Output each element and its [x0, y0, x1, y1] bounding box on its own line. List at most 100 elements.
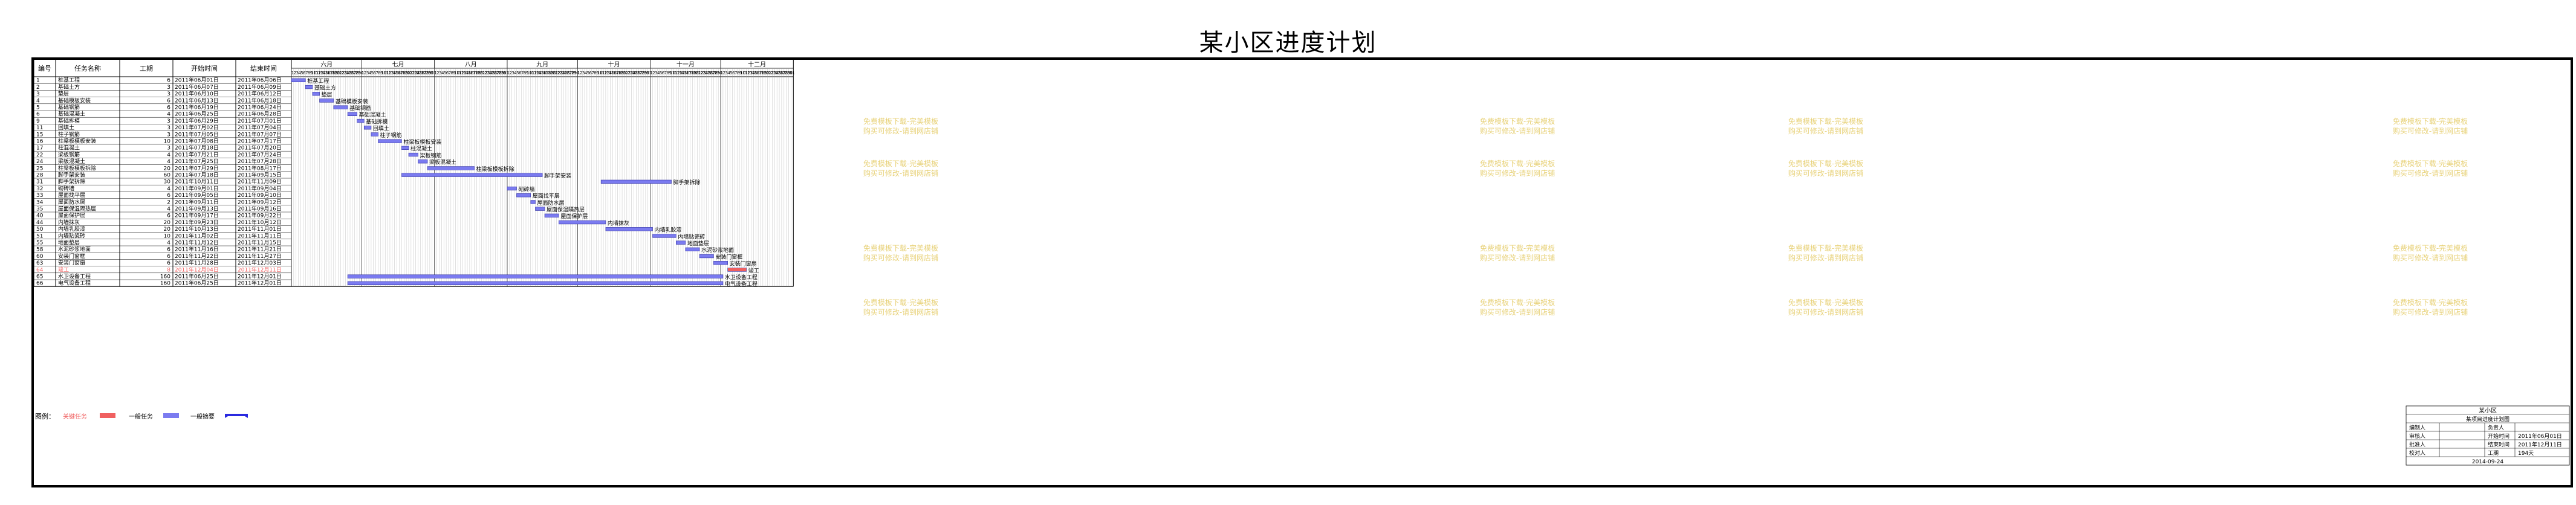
day-tick-label: 28 — [782, 71, 788, 76]
day-tick-label: 30 — [644, 71, 649, 76]
day-tick-label: 14 — [536, 71, 542, 76]
day-tick-label: 15 — [609, 71, 614, 76]
day-tick-label: 21 — [766, 71, 771, 76]
task-no: 50 — [36, 227, 44, 233]
task-start: 2011年07月18日 — [175, 172, 219, 179]
task-duration: 6 — [167, 254, 170, 260]
day-tick-label: 17 — [757, 71, 762, 76]
task-bar — [312, 92, 320, 96]
day-tick-label: 24 — [414, 71, 420, 76]
day-tick-label: 9 — [526, 71, 528, 76]
day-tick-label: 9 — [669, 71, 671, 76]
day-tick-label: 24 — [344, 71, 349, 76]
task-end: 2011年06月12日 — [238, 90, 282, 97]
day-tick-label: 18 — [400, 71, 406, 76]
task-end: 2011年12月01日 — [238, 280, 282, 287]
task-bar-label: 脚手架安装 — [544, 172, 571, 179]
task-end: 2011年11月21日 — [238, 246, 282, 253]
task-end: 2011年12月03日 — [238, 259, 282, 266]
day-tick-label: 28 — [712, 71, 718, 76]
task-no: 17 — [36, 146, 43, 152]
task-bar-label: 垫层 — [322, 91, 333, 98]
task-start: 2011年07月05日 — [175, 130, 219, 138]
watermark-text: 免费模板下载-完美模板 — [1788, 159, 1863, 168]
task-duration: 3 — [167, 125, 170, 131]
day-tick-label: 8 — [524, 71, 526, 76]
watermark-text: 购买可修改-请到网店铺 — [1480, 126, 1555, 135]
day-tick-label: 22 — [625, 71, 631, 76]
day-tick-label: 8 — [308, 71, 310, 76]
task-no: 6 — [36, 112, 40, 118]
day-tick-label: 17 — [328, 71, 333, 76]
day-tick-label: 21 — [337, 71, 342, 76]
day-tick-label: 25 — [346, 71, 352, 76]
task-bar-label: 砌砖墙 — [518, 185, 534, 193]
task-bar-label: 柱梁板模板拆除 — [476, 166, 514, 173]
day-tick-label: 28 — [640, 71, 645, 76]
task-bar — [371, 132, 378, 137]
day-tick-label: 17 — [686, 71, 692, 76]
task-bar — [559, 220, 606, 225]
day-tick-label: 1 — [507, 71, 510, 76]
day-tick-label: 3 — [511, 71, 514, 76]
day-tick-label: 27 — [421, 71, 427, 76]
task-bar — [319, 98, 334, 103]
task-start: 2011年06月01日 — [175, 77, 219, 84]
day-tick-label: 5 — [444, 71, 446, 76]
day-tick-label: 25 — [489, 71, 495, 76]
task-no: 44 — [36, 220, 44, 226]
task-bar — [676, 240, 686, 245]
day-tick-label: 29 — [715, 71, 720, 76]
day-tick-label: 5 — [371, 71, 374, 76]
day-tick-label: 1 — [362, 71, 364, 76]
day-tick-label: 17 — [470, 71, 476, 76]
day-tick-label: 24 — [487, 71, 492, 76]
task-bar-label: 基础拆模 — [366, 118, 388, 125]
day-tick-label: 22 — [482, 71, 488, 76]
task-bar-label: 梁板混凝土 — [429, 159, 456, 166]
task-name: 柱混凝土 — [58, 144, 80, 152]
month-label: 七月 — [392, 61, 404, 68]
task-end: 2011年10月12日 — [238, 219, 282, 226]
day-tick-label: 29 — [499, 71, 504, 76]
day-tick-label: 23 — [342, 71, 347, 76]
month-label: 十一月 — [676, 60, 695, 68]
day-tick-label: 21 — [480, 71, 485, 76]
task-name: 屋面保护层 — [58, 212, 85, 219]
day-tick-label: 18 — [545, 71, 551, 76]
task-start: 2011年09月01日 — [175, 185, 219, 192]
day-tick-label: 19 — [403, 71, 408, 76]
day-tick-label: 11 — [529, 71, 534, 76]
task-end: 2011年09月10日 — [238, 191, 282, 199]
task-name: 回填土 — [58, 124, 74, 131]
task-name: 安装门窗框 — [58, 252, 85, 260]
day-tick-label: 29 — [785, 71, 790, 76]
task-end: 2011年09月12日 — [238, 198, 282, 205]
task-duration: 3 — [167, 85, 170, 91]
task-start: 2011年07月18日 — [175, 144, 219, 152]
watermark-text: 免费模板下载-完美模板 — [2393, 117, 2468, 126]
task-bar-label: 基础钢筋 — [349, 105, 371, 112]
task-no: 25 — [36, 166, 43, 172]
task-start: 2011年11月16日 — [175, 246, 219, 253]
task-start: 2011年11月22日 — [175, 252, 219, 260]
info-desc: 某项目进度计划图 — [2466, 416, 2509, 423]
task-bar — [333, 105, 348, 109]
day-tick-label: 20 — [550, 71, 556, 76]
day-tick-label: 6 — [374, 71, 377, 76]
task-duration: 20 — [164, 166, 171, 172]
day-tick-label: 11 — [313, 71, 319, 76]
task-bar — [544, 213, 559, 217]
day-tick-label: 7 — [521, 71, 524, 76]
task-no: 40 — [36, 213, 44, 219]
task-name: 基础模板安装 — [58, 97, 91, 104]
task-start: 2011年06月13日 — [175, 97, 219, 104]
task-end: 2011年06月09日 — [238, 83, 282, 91]
task-start: 2011年07月29日 — [175, 164, 219, 172]
task-bar-label: 柱子钢筋 — [380, 132, 402, 139]
day-tick-label: 27 — [637, 71, 643, 76]
task-name: 安装门窗扇 — [58, 259, 85, 266]
month-label: 八月 — [465, 61, 477, 68]
task-start: 2011年11月02日 — [175, 232, 219, 239]
day-tick-label: 4 — [585, 71, 588, 76]
